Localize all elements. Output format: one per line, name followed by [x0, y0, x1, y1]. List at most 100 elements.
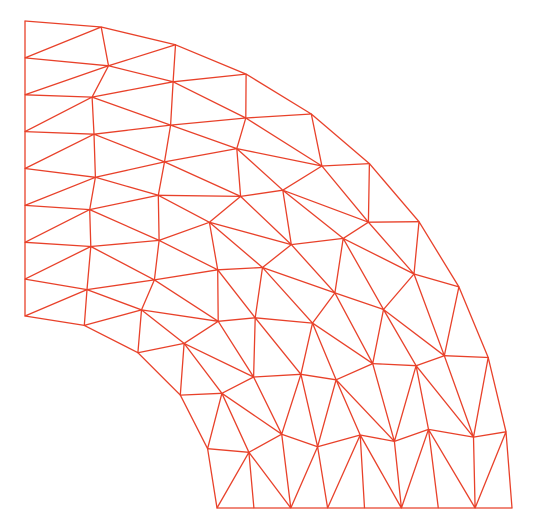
- mesh-edge: [217, 266, 264, 271]
- mesh-edge: [172, 44, 177, 83]
- mesh-edge: [100, 26, 177, 46]
- mesh-edge: [163, 124, 172, 163]
- mesh-edge: [413, 273, 460, 288]
- mesh-edge: [310, 113, 371, 165]
- mesh-edge: [261, 266, 336, 294]
- mesh-edge: [368, 162, 420, 223]
- mesh-edge: [107, 65, 174, 83]
- mesh-edge: [86, 279, 156, 291]
- mesh-edge: [24, 26, 102, 59]
- mesh-edge: [89, 208, 92, 248]
- mesh-edge: [169, 117, 247, 126]
- mesh-edge: [217, 269, 256, 319]
- mesh-edge: [359, 434, 403, 509]
- mesh-edge: [316, 446, 329, 509]
- mesh-edge: [24, 130, 95, 135]
- mesh-edge: [24, 96, 93, 133]
- mesh-edge: [89, 208, 160, 242]
- mesh-edge: [427, 428, 476, 509]
- mesh-edge: [100, 26, 110, 67]
- mesh-edge: [89, 176, 97, 211]
- mesh-edge: [236, 147, 284, 191]
- mesh-edge: [236, 147, 242, 198]
- mesh-edge: [217, 320, 255, 378]
- mesh-edge: [245, 73, 312, 115]
- mesh-edge: [252, 376, 283, 435]
- mesh-edge: [157, 194, 160, 242]
- mesh-edge: [413, 221, 420, 275]
- mesh-edge: [93, 133, 97, 178]
- mesh-edge: [206, 448, 250, 453]
- mesh-edge: [91, 96, 95, 135]
- mesh-edge: [208, 195, 242, 223]
- mesh-edge: [24, 245, 92, 280]
- mesh-edge: [24, 133, 95, 170]
- mesh-edge: [300, 373, 319, 448]
- mesh-edge: [90, 239, 160, 248]
- mesh-edge: [316, 379, 337, 448]
- mesh-edge: [24, 167, 97, 178]
- mesh-edge: [221, 392, 283, 435]
- mesh-edge: [24, 20, 102, 28]
- mesh-edge: [252, 317, 256, 378]
- mesh-edge: [183, 320, 219, 345]
- mesh-edge: [290, 243, 336, 294]
- mesh-edge: [248, 433, 283, 453]
- mesh-edge: [216, 451, 250, 509]
- mesh-edge: [321, 165, 370, 223]
- mesh-edges: [24, 20, 513, 509]
- mesh-edge: [24, 241, 92, 248]
- mesh-edge: [290, 446, 319, 509]
- mesh-edge: [316, 434, 361, 448]
- mesh-edge: [86, 288, 143, 311]
- mesh-edge: [334, 292, 374, 365]
- mesh-edge: [300, 322, 314, 375]
- mesh-edge: [169, 124, 238, 150]
- mesh-edge: [335, 362, 374, 381]
- mesh-edge: [326, 434, 361, 509]
- mesh-edge: [83, 288, 88, 327]
- mesh-edge: [24, 208, 91, 243]
- mesh-edge: [382, 308, 417, 367]
- mesh-edge: [359, 434, 366, 509]
- mesh-edge: [505, 431, 513, 509]
- mesh-edge: [254, 317, 314, 324]
- mesh-edge: [472, 356, 489, 438]
- mesh-edge: [472, 436, 476, 509]
- mesh-edge: [239, 195, 292, 246]
- mesh-edge: [372, 308, 385, 365]
- mesh-edge: [137, 342, 185, 354]
- mesh-edge: [248, 451, 255, 509]
- mesh-edge: [91, 65, 110, 98]
- mesh-edge: [400, 428, 430, 509]
- mesh-edge: [153, 269, 219, 281]
- mesh-edge: [413, 273, 445, 357]
- mesh-edge: [24, 204, 91, 211]
- mesh-edge: [140, 309, 219, 322]
- mesh-edge: [236, 147, 323, 167]
- mesh-edge: [24, 288, 88, 317]
- mesh-edge: [393, 428, 430, 443]
- mesh-edge: [208, 221, 219, 271]
- mesh-edge: [252, 373, 302, 378]
- mesh-edge: [183, 342, 255, 378]
- mesh-edge: [24, 65, 110, 96]
- mesh-edge: [24, 278, 88, 291]
- mesh-edge: [427, 428, 475, 438]
- mesh-edge: [172, 73, 247, 83]
- mesh-edge: [157, 194, 242, 198]
- mesh-edge: [91, 96, 172, 126]
- mesh-edge: [427, 428, 439, 509]
- mesh-edge: [311, 292, 336, 324]
- mesh-edge: [208, 221, 264, 269]
- mesh-edge: [91, 81, 174, 98]
- mesh-edge: [24, 94, 93, 98]
- mesh-edge: [93, 124, 172, 135]
- mesh-edge: [418, 221, 460, 288]
- mesh-edge: [487, 356, 507, 433]
- mesh-edge: [86, 245, 92, 291]
- mesh-edge: [415, 365, 475, 438]
- mesh-edge: [321, 162, 371, 167]
- mesh-edge: [157, 194, 211, 223]
- mesh-edge: [163, 161, 242, 198]
